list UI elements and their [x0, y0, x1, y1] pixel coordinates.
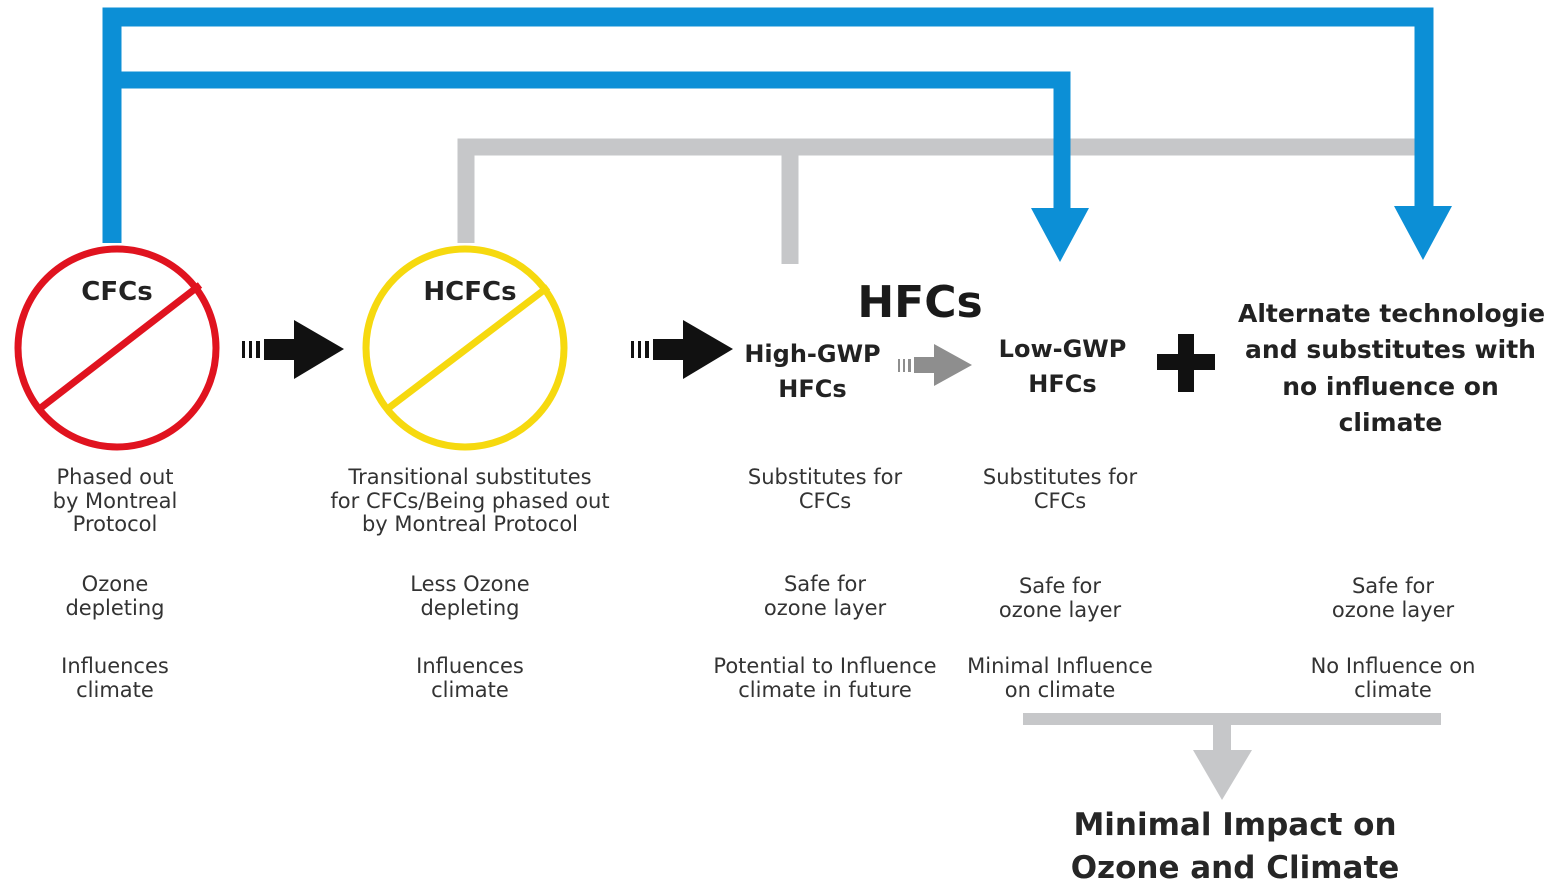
- result-text: Minimal Impact on Ozone and Climate: [1070, 807, 1400, 886]
- hcfcs-prohibited-icon: [362, 245, 568, 451]
- result-connector: [1023, 713, 1441, 800]
- gray-connector: [457, 138, 1426, 264]
- high-gwp-ozone-text: Safe for ozone layer: [763, 572, 887, 620]
- gray-arrow-down-icon: [1193, 750, 1252, 800]
- blue-arrow-down-icon: [1394, 206, 1452, 260]
- gray-arrow-icon: [898, 344, 972, 386]
- alternate-ozone-text: Safe for ozone layer: [1331, 574, 1455, 622]
- cfcs-ozone-text: Ozone depleting: [65, 572, 165, 620]
- hcfcs-climate-text: Influences climate: [416, 654, 524, 702]
- blue-connector: [102, 7, 1434, 243]
- hcfcs-ozone-text: Less Ozone depleting: [410, 572, 530, 620]
- cfcs-prohibited-icon: [14, 245, 220, 451]
- plus-icon: [1157, 334, 1215, 392]
- cfcs-title: CFCs: [81, 277, 153, 307]
- low-gwp-climate-text: Minimal Influence on climate: [967, 654, 1153, 702]
- hfcs-heading: HFCs: [857, 277, 983, 328]
- alternate-climate-text: No Influence on climate: [1310, 654, 1476, 702]
- low-gwp-substitute-text: Substitutes for CFCs: [982, 465, 1138, 513]
- high-gwp-climate-text: Potential to Influence climate in future: [713, 654, 937, 702]
- transition-arrow-icon: [242, 320, 344, 379]
- blue-arrow-down-icon: [1031, 208, 1089, 262]
- low-gwp-title: Low-GWP HFCs: [998, 335, 1127, 398]
- alternate-technologies-title: Alternate technologies and substitutes w…: [1238, 299, 1544, 437]
- transition-arrow-icon: [631, 320, 733, 379]
- cfcs-climate-text: Influences climate: [61, 654, 169, 702]
- cfcs-status-text: Phased out by Montreal Protocol: [52, 465, 178, 537]
- high-gwp-substitute-text: Substitutes for CFCs: [747, 465, 903, 513]
- hcfcs-status-text: Transitional substitutes for CFCs/Being …: [330, 465, 610, 537]
- hcfcs-title: HCFCs: [423, 277, 517, 307]
- low-gwp-ozone-text: Safe for ozone layer: [998, 574, 1122, 622]
- high-gwp-title: High-GWP HFCs: [744, 340, 881, 403]
